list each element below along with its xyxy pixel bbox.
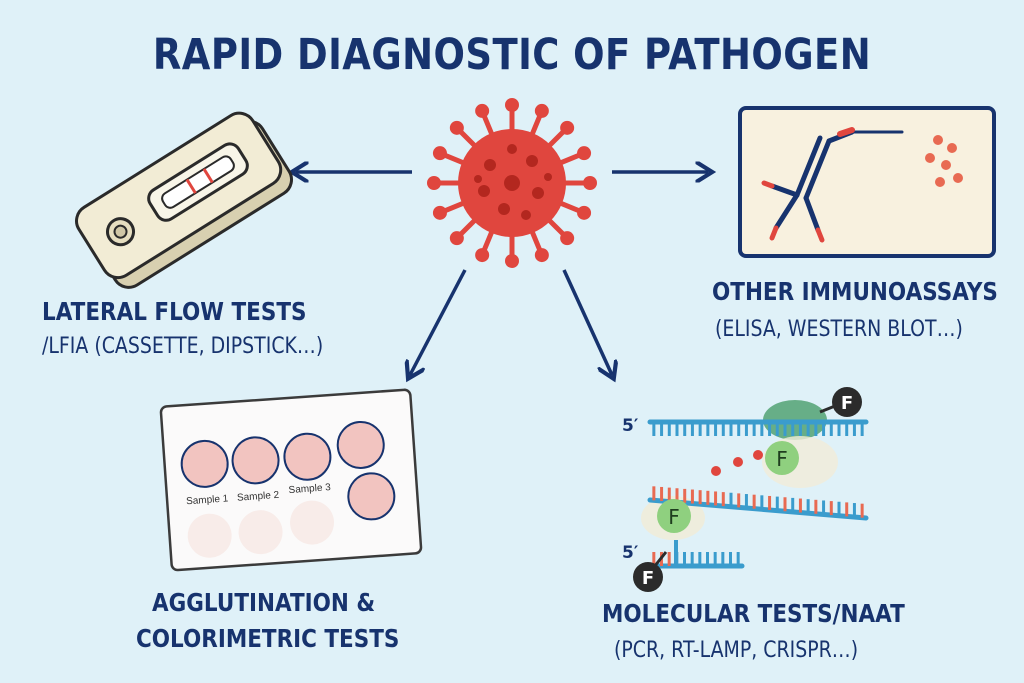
lateral-flow-title: LATERAL FLOW TESTS [42, 297, 307, 326]
strand-end-label: 5′ [622, 543, 639, 563]
quencher-icon [832, 387, 862, 417]
sample-label: Sample 3 [288, 482, 331, 496]
molecular-subtitle: (PCR, RT-LAMP, CRISPR…) [614, 638, 859, 663]
virus-icon [427, 98, 597, 268]
antibody-icon [761, 127, 904, 243]
sample-label: Sample 1 [186, 493, 229, 507]
molecular-title: MOLECULAR TESTS/NAAT [602, 599, 905, 628]
sample-label: Sample 2 [237, 490, 280, 504]
lateral-flow-subtitle: /LFIA (CASSETTE, DIPSTICK…) [42, 334, 324, 359]
antigen-dots [925, 135, 963, 187]
agglutination-well [180, 439, 229, 488]
dna-strand-top [647, 419, 869, 436]
agglutination-well [283, 432, 332, 481]
immunoassay-panel [738, 106, 996, 258]
svg-text:F: F [841, 393, 853, 414]
immunoassays-title: OTHER IMMUNOASSAYS [712, 277, 998, 306]
agglutination-well [336, 420, 385, 469]
svg-text:F: F [776, 447, 788, 471]
arrow-to-agglutination [410, 269, 467, 375]
fluorophore-icon [657, 499, 691, 533]
lateral-flow-cassette-icon [75, 111, 293, 289]
svg-text:F: F [668, 505, 680, 529]
agglutination-card: Sample 1 Sample 2 Sample 3 [159, 388, 423, 572]
agglutination-well [347, 472, 396, 521]
agglutination-title-line1: AGGLUTINATION & [152, 588, 376, 617]
fluorophore-icon [765, 441, 799, 475]
quencher-icon [633, 562, 663, 592]
dna-strand-middle [647, 486, 869, 521]
page-title: RAPID DIAGNOSTIC OF PATHOGEN [152, 30, 872, 80]
molecular-illustration: F F F F 5′ 5′ [622, 387, 869, 592]
svg-text:F: F [642, 568, 654, 589]
arrow-to-molecular [562, 269, 612, 375]
strand-end-label: 5′ [622, 416, 639, 436]
agglutination-title-line2: COLORIMETRIC TESTS [136, 624, 400, 653]
immunoassays-subtitle: (ELISA, WESTERN BLOT…) [715, 317, 963, 342]
agglutination-well [231, 436, 280, 485]
dna-strand-bottom [647, 540, 745, 569]
